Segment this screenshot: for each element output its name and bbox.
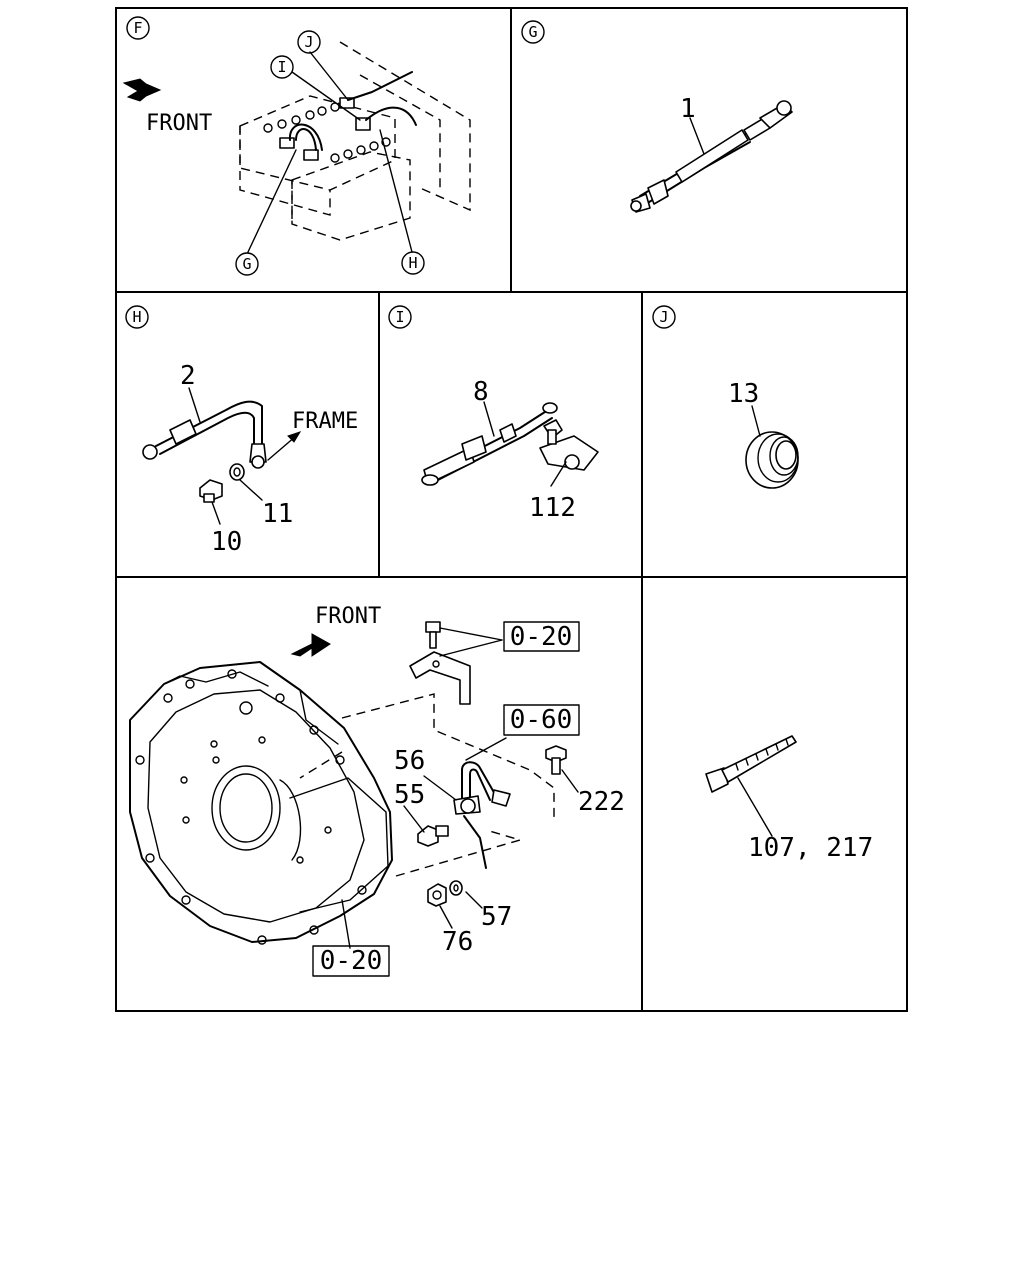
bolt-222	[545, 745, 567, 775]
frame-rail	[339, 41, 471, 212]
callout-g: G	[235, 252, 259, 276]
front-arrow-icon	[122, 78, 162, 102]
mount-bracket	[409, 621, 471, 705]
washer-57	[449, 880, 463, 896]
leader-ref-top-1	[439, 627, 503, 641]
svg-text:G: G	[528, 23, 537, 41]
panel-f: F FRONT	[122, 16, 471, 276]
svg-text:J: J	[304, 33, 313, 51]
leader-13	[751, 405, 761, 437]
part-number-55: 55	[394, 780, 425, 810]
panel-j: J 13	[652, 305, 799, 489]
svg-text:G: G	[242, 255, 251, 273]
panel-grid	[115, 7, 908, 1012]
dashed-route-upper	[341, 693, 555, 818]
part-number-222: 222	[578, 787, 625, 817]
front-label: FRONT	[146, 111, 212, 136]
battery-cable-1	[630, 100, 793, 213]
battery-front	[291, 137, 411, 241]
part-number-112: 112	[529, 493, 576, 523]
leader-8	[483, 401, 495, 437]
battery-cable-8	[421, 402, 558, 486]
part-number-10: 10	[211, 527, 242, 557]
panel-h: H FRAME 2 11 10	[125, 305, 358, 557]
leader-1	[689, 117, 705, 155]
svg-text:0-20: 0-20	[510, 622, 573, 652]
ref-box-mid: 0-60	[503, 704, 580, 736]
part-number-11: 11	[262, 499, 293, 529]
callout-h: H	[401, 251, 425, 275]
panel-f-id-badge: F	[126, 16, 150, 40]
panel-i: I 8 112	[388, 305, 599, 523]
panel-h-id-badge: H	[125, 305, 149, 329]
callout-i: I	[270, 55, 294, 79]
svg-text:I: I	[395, 308, 404, 326]
grommet-13	[745, 431, 799, 489]
terminal-clamp-112	[539, 419, 599, 471]
callout-j: J	[297, 30, 321, 54]
nut-76	[427, 883, 447, 907]
svg-text:H: H	[408, 254, 417, 272]
part-number-1: 1	[680, 94, 696, 124]
washer-11	[229, 463, 245, 481]
bolt-10	[199, 479, 223, 503]
leader-11	[239, 479, 263, 501]
panel-j-id-badge: J	[652, 305, 676, 329]
battery-cables	[279, 71, 417, 161]
svg-text:F: F	[133, 19, 142, 37]
panel-f-leaders	[247, 51, 413, 253]
part-number-76: 76	[442, 927, 473, 957]
frame-label: FRAME	[292, 409, 358, 434]
leader-2	[188, 387, 201, 423]
battery-rear	[239, 95, 396, 216]
frame-ground-cable	[142, 400, 267, 469]
svg-text:0-60: 0-60	[510, 705, 573, 735]
part-number-107-217: 107, 217	[748, 833, 873, 863]
svg-text:0-20: 0-20	[320, 946, 383, 976]
front-arrow-icon-transmission	[290, 633, 331, 657]
panel-g: G 1	[521, 20, 793, 213]
panel-transmission: FRONT	[129, 604, 625, 977]
part-number-57: 57	[481, 902, 512, 932]
dashed-route-lower	[299, 751, 523, 877]
part-number-2: 2	[180, 361, 196, 391]
ref-box-top: 0-20	[503, 621, 580, 652]
ground-strap	[453, 761, 511, 869]
leader-ref-top-2	[439, 639, 503, 657]
panel-tie: 107, 217	[705, 735, 873, 863]
panel-i-id-badge: I	[388, 305, 412, 329]
svg-text:I: I	[277, 58, 286, 76]
frame-direction-arrow-icon	[267, 431, 302, 461]
part-number-56: 56	[394, 746, 425, 776]
leader-107-217	[737, 777, 773, 837]
leader-10	[211, 501, 221, 525]
transmission-housing	[129, 661, 393, 945]
svg-text:J: J	[659, 308, 668, 326]
part-number-13: 13	[728, 379, 759, 409]
ref-box-bottom: 0-20	[312, 945, 390, 977]
svg-text:H: H	[132, 308, 141, 326]
front-label-transmission: FRONT	[315, 604, 381, 629]
transmission-leaders	[341, 737, 579, 949]
leader-112	[550, 461, 567, 487]
panel-g-id-badge: G	[521, 20, 545, 44]
part-number-8: 8	[473, 377, 489, 407]
cable-tie	[705, 735, 797, 793]
